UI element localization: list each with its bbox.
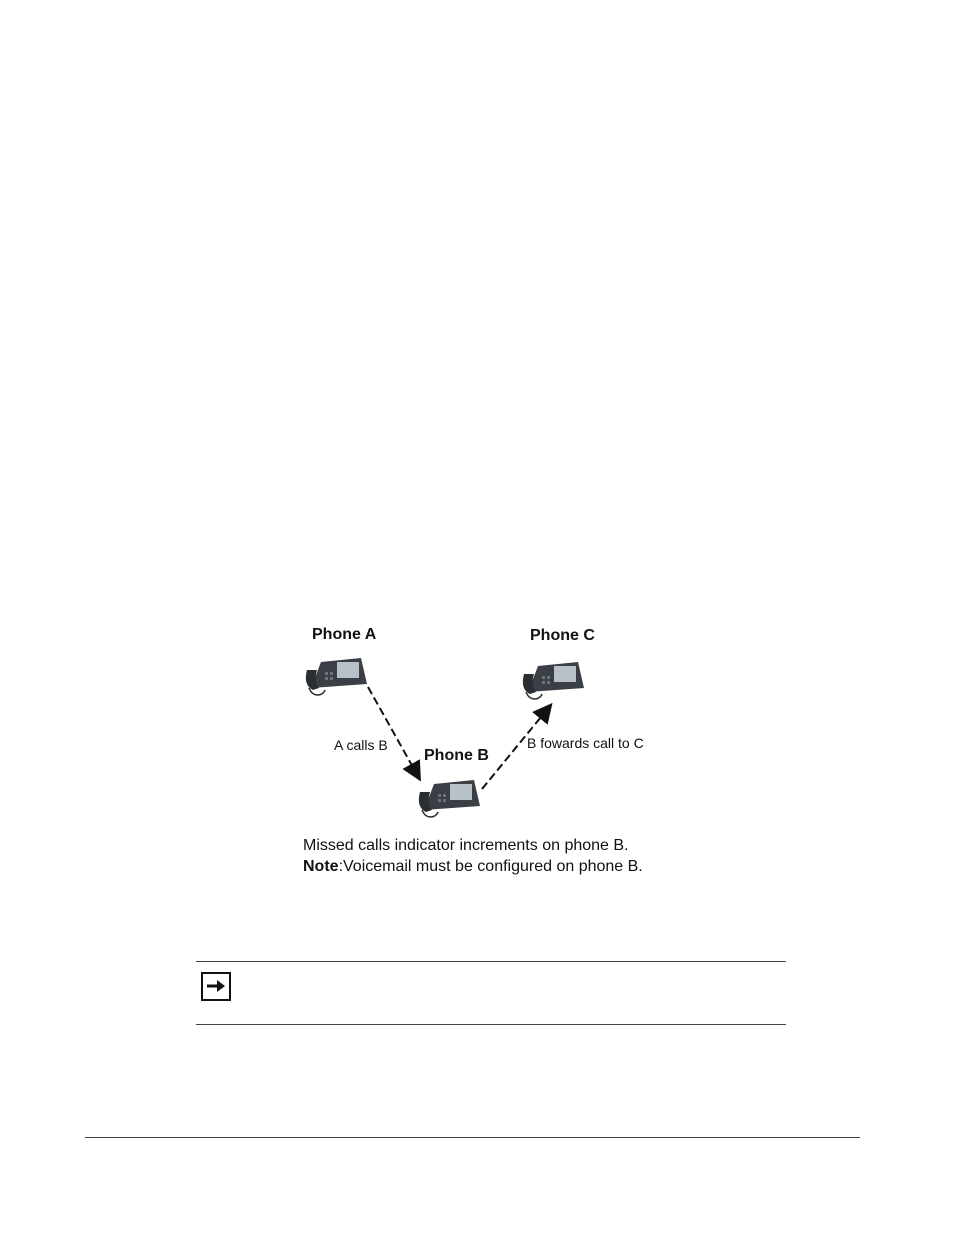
phone-c-label: Phone C bbox=[530, 627, 595, 644]
caption-line1: Missed calls indicator increments on pho… bbox=[303, 837, 629, 854]
phone-a-icon bbox=[305, 657, 368, 696]
note-icon-box bbox=[201, 972, 231, 1001]
caption-note: Note:Voicemail must be configured on pho… bbox=[303, 858, 643, 876]
arrow-b-to-c-label: B fowards call to C bbox=[527, 735, 644, 751]
phone-a-label: Phone A bbox=[312, 626, 377, 643]
caption-note-text: :Voicemail must be configured on phone B… bbox=[338, 858, 643, 875]
arrow-b-to-c bbox=[481, 702, 553, 790]
phone-b-label: Phone B bbox=[424, 747, 489, 764]
note-top-rule bbox=[196, 961, 786, 962]
phone-c-icon bbox=[522, 661, 585, 700]
note-bottom-rule bbox=[196, 1024, 786, 1025]
arrow-a-to-b bbox=[367, 686, 421, 782]
right-arrow-icon bbox=[207, 980, 225, 992]
phone-b-icon bbox=[418, 779, 481, 818]
caption-note-prefix: Note bbox=[303, 858, 339, 875]
footer-rule bbox=[85, 1137, 860, 1138]
arrow-a-to-b-label: A calls B bbox=[334, 737, 388, 753]
